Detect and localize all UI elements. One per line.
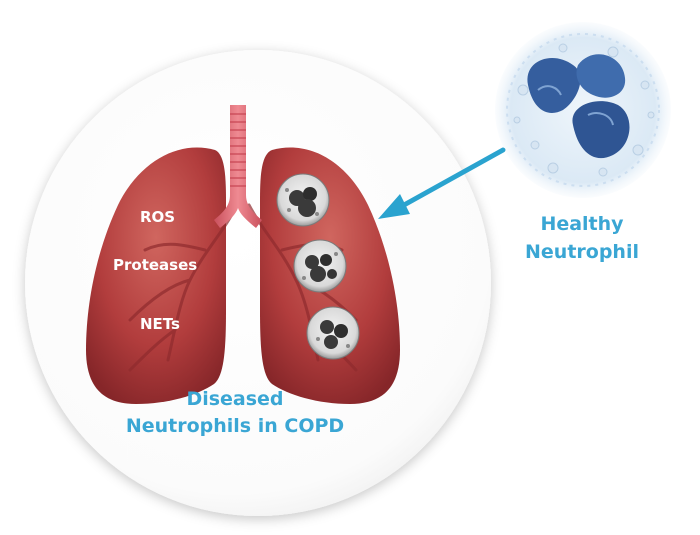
diseased-neutrophils-title-line1: Diseased [186, 388, 283, 410]
trachea [214, 105, 262, 228]
left-lung [86, 147, 226, 404]
proteases-label: Proteases [113, 256, 197, 274]
diseased-neutrophils-title-line2: Neutrophils in COPD [126, 415, 344, 437]
right-bronchi [247, 203, 358, 372]
healthy-neutrophil-title-line2: Neutrophil [525, 241, 639, 263]
healthy-neutrophil-icon [495, 22, 671, 198]
arrow-icon [378, 147, 506, 219]
nets-label: NETs [140, 315, 180, 333]
diseased-neutrophil-icon [306, 306, 360, 360]
healthy-neutrophil-title-line1: Healthy [540, 213, 624, 235]
trachea-rings [230, 113, 246, 187]
diseased-neutrophil-icon [276, 173, 330, 227]
diseased-neutrophil-icon [293, 239, 347, 293]
left-bronchi [128, 203, 239, 372]
ros-label: ROS [140, 208, 175, 226]
